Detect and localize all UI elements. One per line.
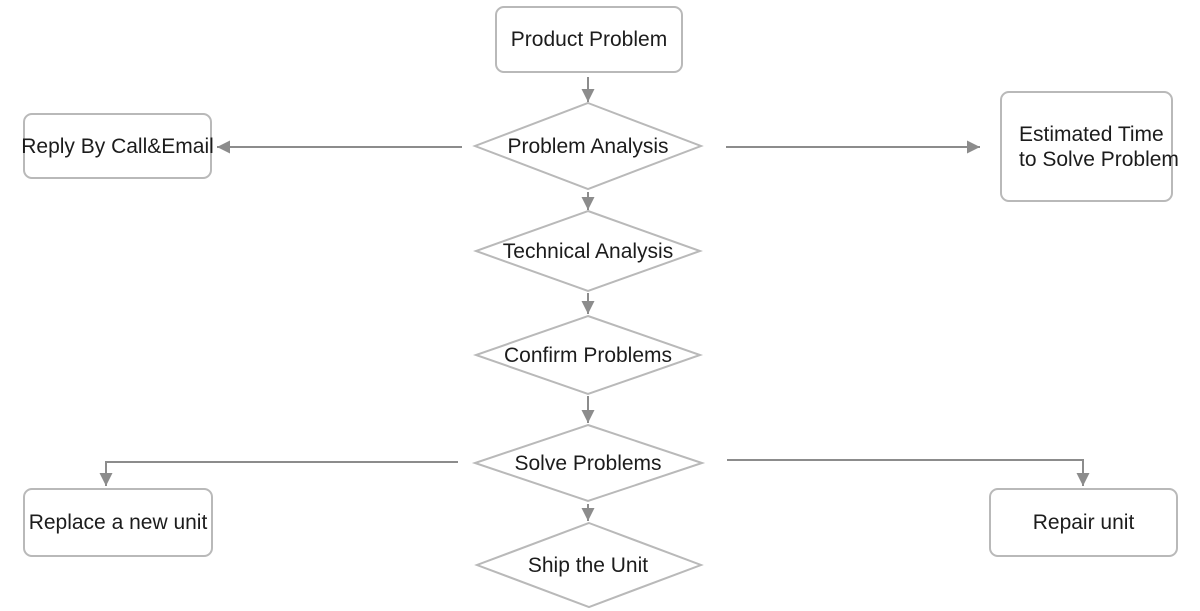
node-technical-analysis: Technical Analysis	[477, 231, 699, 271]
node-label: Reply By Call&Email	[21, 134, 214, 158]
node-label: Replace a new unit	[28, 511, 208, 534]
node-label: Product Problem	[510, 28, 668, 51]
node-label: Confirm Problems	[503, 343, 673, 367]
node-label: Estimated Time to Solve Problem	[1019, 122, 1179, 172]
diamond-confirm-problems	[472, 314, 704, 396]
node-label: Solve Problems	[514, 451, 662, 475]
connector-solve-problems-to-replace-unit	[99, 461, 458, 486]
node-repair-unit: Repair unit	[989, 488, 1178, 557]
diamond-ship-the-unit	[474, 521, 704, 609]
node-problem-analysis: Problem Analysis	[477, 126, 699, 166]
label-line: Estimated Time	[1019, 122, 1164, 146]
node-solve-problems: Solve Problems	[477, 443, 699, 483]
diamond-solve-problems	[471, 423, 706, 503]
diamond-problem-analysis	[472, 101, 704, 191]
node-reply-by-call-email: Reply By Call&Email	[21, 113, 214, 179]
node-label: Repair unit	[1032, 511, 1135, 534]
node-label: Technical Analysis	[502, 239, 674, 263]
node-confirm-problems: Confirm Problems	[477, 335, 699, 375]
label-line: to Solve Problem	[1019, 147, 1179, 171]
node-label: Problem Analysis	[507, 134, 669, 158]
diamond-technical-analysis	[473, 209, 703, 293]
node-estimated-time: Estimated Time to Solve Problem	[1000, 91, 1179, 202]
node-ship-the-unit: Ship the Unit	[477, 545, 699, 585]
connector-solve-problems-to-repair-unit	[727, 459, 1090, 486]
node-label: Ship the Unit	[527, 553, 649, 577]
node-replace-new-unit: Replace a new unit	[23, 488, 213, 557]
node-product-problem: Product Problem	[495, 6, 683, 73]
